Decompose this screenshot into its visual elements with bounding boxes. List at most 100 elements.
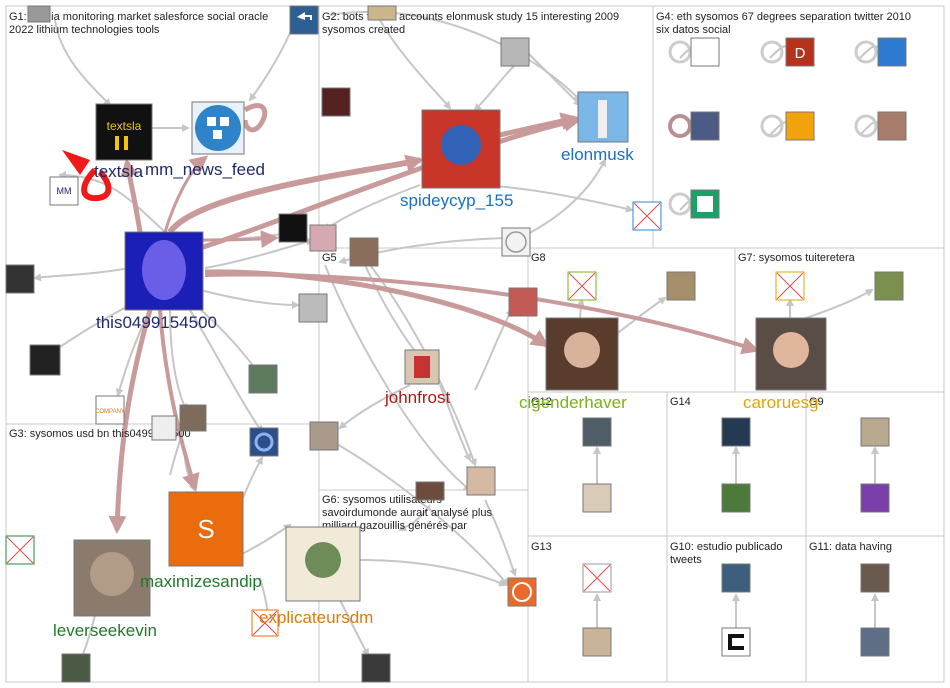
group-label-g10-line2: tweets	[670, 554, 702, 566]
orange-avatar[interactable]	[785, 111, 815, 141]
man-avatar-3[interactable]	[298, 293, 328, 323]
mm-logo-text: MM	[57, 186, 72, 196]
textsla-logo-text: textsla	[107, 119, 142, 133]
g14-avatar-2[interactable]	[721, 483, 751, 513]
g4-avatar-1[interactable]	[690, 37, 720, 67]
news-avatar[interactable]	[29, 344, 61, 376]
g13-avatar-2[interactable]	[582, 627, 612, 657]
man-avatar-g5[interactable]	[349, 237, 379, 267]
man-avatar-2[interactable]	[248, 364, 278, 394]
dark-logo-avatar[interactable]	[278, 213, 308, 243]
group-label-g6: G6: sysomos utilisateurs	[322, 494, 442, 506]
node-label-cigenderhaver: cigenderhaver	[519, 393, 627, 412]
dragon-avatar[interactable]	[690, 111, 720, 141]
cig-face	[564, 332, 600, 368]
node-label-maximizesandip: maximizesandip	[140, 572, 262, 591]
caro-face	[773, 332, 809, 368]
missing-image-x-g3-2	[252, 610, 278, 636]
group-label-g11: G11: data having	[809, 541, 892, 553]
woman-avatar-g4[interactable]	[877, 111, 907, 141]
g4-avatar-3[interactable]	[877, 37, 907, 67]
woman-avatar-g5[interactable]	[508, 287, 538, 317]
group-label-g1-line2: 2022 lithium technologies tools	[9, 24, 160, 36]
self-loop-g4-7	[668, 192, 692, 216]
group-label-g6-line2: savoirdumonde aurait analysé plus	[322, 507, 492, 519]
g10-avatar-2[interactable]	[721, 627, 751, 657]
kevin-face	[90, 552, 134, 596]
man-avatar-1[interactable]	[179, 404, 207, 432]
group-label-g13: G13	[531, 541, 552, 553]
textsla-logo-bar	[115, 136, 119, 150]
woman-avatar-1[interactable]	[309, 224, 337, 252]
spidey-figure	[441, 125, 481, 165]
man-avatar-g2[interactable]	[500, 37, 530, 67]
node-labels: textsla mm_news_feed this0499154500 spid…	[53, 145, 819, 640]
self-loop-g4-1	[668, 40, 692, 64]
social-icons-circle	[195, 105, 241, 151]
twitter-icon	[220, 117, 229, 126]
cut-avatar-g6[interactable]	[415, 481, 445, 501]
woman-avatar-g8[interactable]	[666, 271, 696, 301]
self-loop-g4-2	[760, 40, 784, 64]
g11-avatar-2[interactable]	[860, 627, 890, 657]
g11-avatar-1[interactable]	[860, 563, 890, 593]
group-label-g9: G9	[809, 396, 824, 408]
man-avatar-g5-2[interactable]	[309, 421, 339, 451]
textsla-avatar[interactable]	[95, 103, 153, 161]
node-label-spideycyp-155: spideycyp_155	[400, 191, 513, 210]
johnfrost-figure	[414, 356, 430, 378]
group-label-g12: G12	[531, 396, 552, 408]
small-avatar-1[interactable]	[151, 415, 177, 441]
man-avatar-g6[interactable]	[361, 653, 391, 683]
group-label-g2-line2: sysomos created	[322, 24, 405, 36]
d-letter: D	[795, 45, 806, 62]
node-label-leverseekevin: leverseekevin	[53, 621, 157, 640]
linkedin-icon	[213, 130, 222, 139]
group-label-g4-line2: six datos social	[656, 24, 731, 36]
self-loop-g4-3	[854, 40, 878, 64]
group-label-g1: G1: media monitoring market salesforce s…	[9, 11, 268, 23]
retweet-avatar[interactable]	[289, 5, 319, 35]
s-logo-avatar[interactable]	[5, 264, 35, 294]
self-loop-g4-5	[760, 114, 784, 138]
node-label-caroruesg: caroruesg	[743, 393, 819, 412]
woman-avatar-g7[interactable]	[874, 271, 904, 301]
g10-avatar-1[interactable]	[721, 563, 751, 593]
mm-logo-avatar[interactable]	[49, 176, 79, 206]
self-loop-g4-4	[668, 114, 692, 138]
circle-logo-icon	[254, 432, 274, 452]
self-loop-textsla	[81, 167, 112, 202]
group-label-g3: G3: sysomos usd bn this0499154500	[9, 428, 191, 440]
group-label-g7: G7: sysomos tuiteretera	[738, 252, 856, 264]
rocket-shape	[598, 100, 607, 138]
group-label-g5: G5	[322, 252, 337, 264]
group-label-g10: G10: estudio publicado	[670, 541, 783, 553]
man-avatar-g5-3[interactable]	[466, 466, 496, 496]
cut-avatar-g2[interactable]	[367, 5, 397, 21]
face-glow	[142, 240, 186, 300]
g9-avatar-1[interactable]	[860, 417, 890, 447]
missing-image-x-g2	[633, 202, 661, 230]
g14-avatar-1[interactable]	[721, 417, 751, 447]
company-avatar[interactable]	[95, 395, 125, 425]
missing-image-x-g7	[776, 272, 804, 300]
missing-image-x-g13	[583, 564, 611, 592]
red-logo-avatar[interactable]	[321, 87, 351, 117]
maximizesandip-avatar[interactable]	[168, 491, 244, 567]
cut-avatar-g1[interactable]	[27, 5, 51, 23]
node-label-explicateursdm: explicateursdm	[259, 608, 373, 627]
group-labels: G1: media monitoring market salesforce s…	[9, 11, 911, 566]
node-label-textsla: textsla	[94, 162, 144, 181]
c-logo-icon	[728, 634, 744, 650]
s-letter: S	[197, 514, 214, 544]
circle-logo-avatar[interactable]	[249, 427, 279, 457]
g12-avatar-2[interactable]	[582, 483, 612, 513]
g9-avatar-2[interactable]	[860, 483, 890, 513]
seal-icon	[505, 231, 527, 253]
d-avatar[interactable]	[785, 37, 815, 67]
g12-avatar-1[interactable]	[582, 417, 612, 447]
green-logo-mark	[697, 196, 713, 212]
node-label-mm-news-feed: mm_news_feed	[145, 160, 265, 179]
man-avatar-g3[interactable]	[61, 653, 91, 683]
missing-image-x-g3	[6, 536, 34, 564]
